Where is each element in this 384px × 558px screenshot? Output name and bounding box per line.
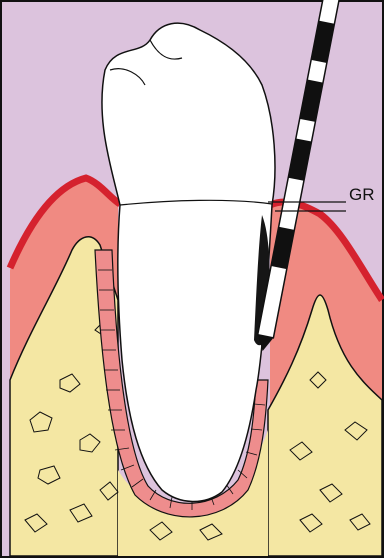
gr-label: GR: [349, 186, 375, 203]
